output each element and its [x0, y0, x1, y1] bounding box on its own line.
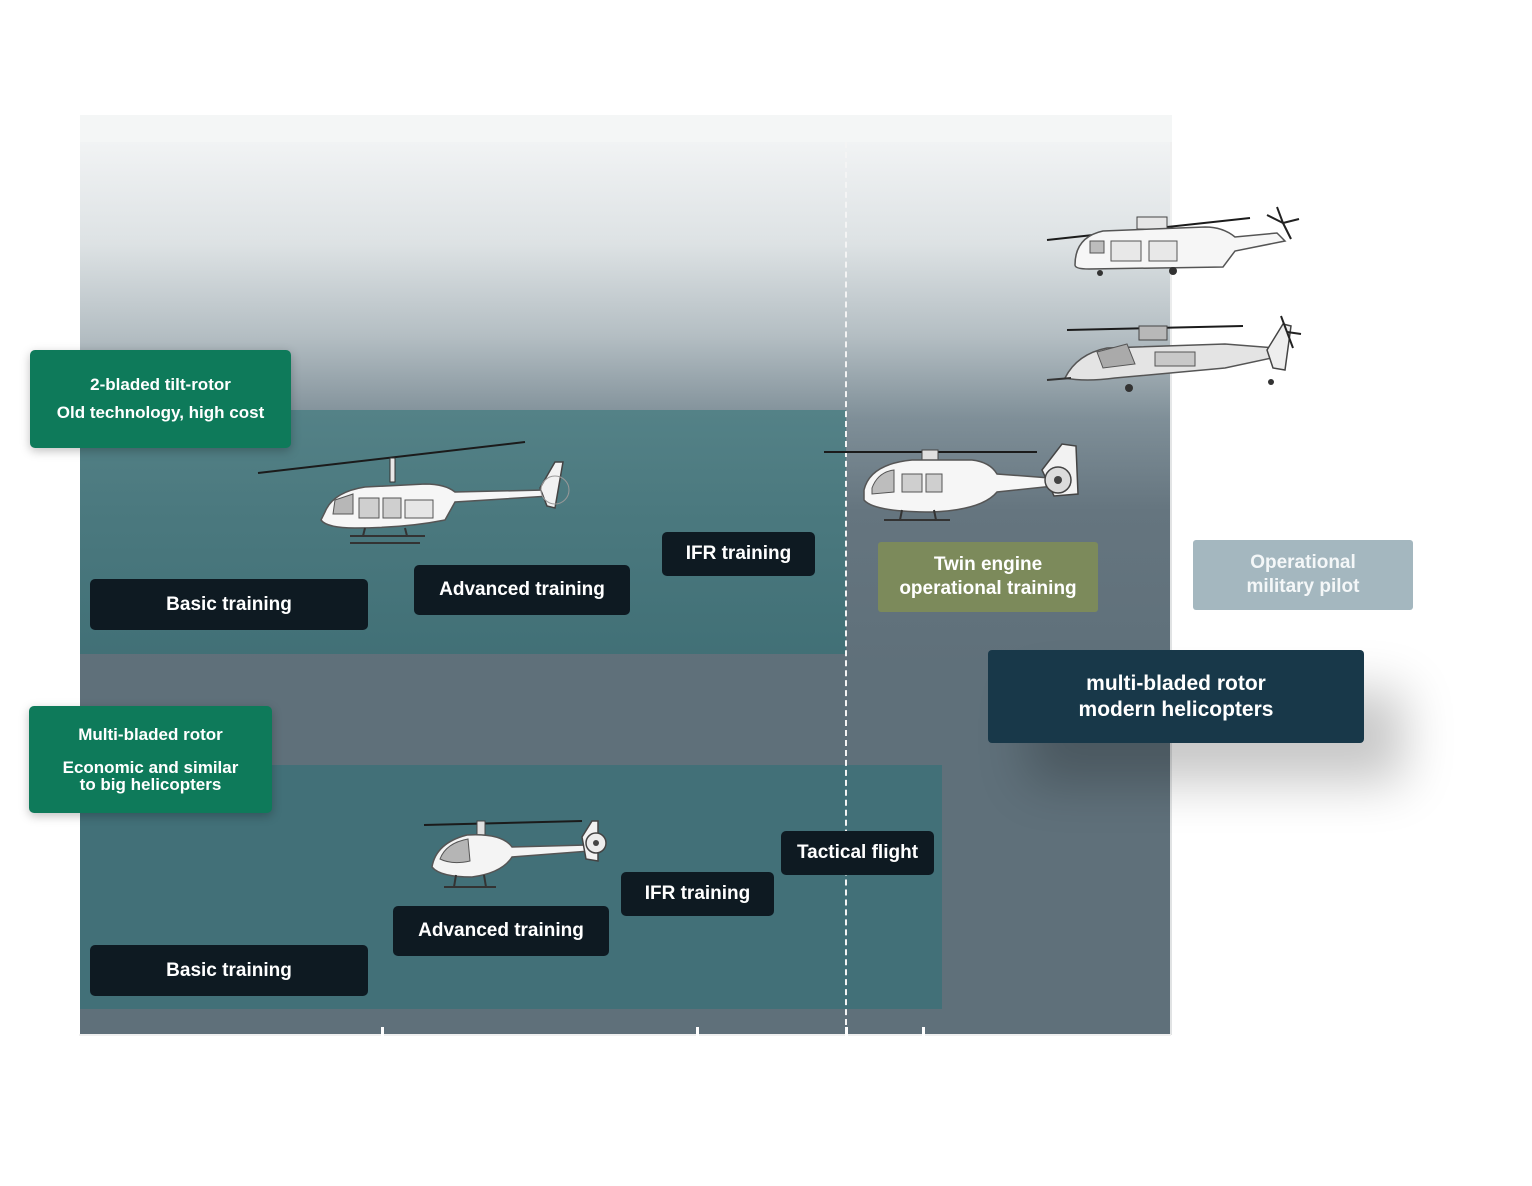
- multi-rotor-title: Multi-bladed rotor: [78, 725, 223, 744]
- transport-helicopter-icon: [1046, 206, 1300, 276]
- modern-line2: modern helicopters: [1078, 697, 1274, 721]
- operational-line1: Operational: [1250, 552, 1356, 573]
- panel-right-edge: [1170, 142, 1172, 1035]
- multi-rotor-category-label: Multi-bladed rotor Economic and similar …: [29, 706, 272, 813]
- modern-helicopters-label: multi-bladed rotor modern helicopters: [988, 650, 1364, 743]
- twin-engine-helicopter-icon: [824, 443, 1079, 521]
- phase-divider-line: [845, 142, 847, 1035]
- modern-line1: multi-bladed rotor: [1086, 671, 1266, 695]
- bottom-basic-training: Basic training: [90, 945, 368, 996]
- multi-rotor-description-2: to big helicopters: [79, 775, 222, 794]
- bottom-advanced-training: Advanced training: [393, 906, 609, 956]
- attack-helicopter-icon: [1046, 315, 1302, 392]
- operational-military-pilot: Operational military pilot: [1193, 540, 1413, 610]
- tilt-rotor-category-label: 2-bladed tilt-rotor Old technology, high…: [30, 350, 291, 448]
- light-multi-rotor-helicopter-icon: [423, 820, 607, 888]
- timeline-tick: [845, 1027, 848, 1036]
- tilt-rotor-description: Old technology, high cost: [56, 403, 265, 422]
- tactical-flight: Tactical flight: [781, 831, 934, 875]
- timeline-tick: [381, 1027, 384, 1036]
- timeline-tick: [696, 1027, 699, 1036]
- top-ifr-training: IFR training: [662, 532, 815, 576]
- twin-engine-line1: Twin engine: [933, 554, 1043, 575]
- twin-engine-training: Twin engine operational training: [878, 542, 1098, 612]
- bottom-ifr-training: IFR training: [621, 872, 774, 916]
- panel-top-band: [80, 115, 1172, 142]
- top-basic-training: Basic training: [90, 579, 368, 630]
- timeline-baseline: [79, 1034, 1171, 1036]
- operational-line2: military pilot: [1246, 576, 1360, 597]
- two-bladed-helicopter-icon: [257, 441, 570, 544]
- timeline-tick: [922, 1027, 925, 1036]
- twin-engine-line2: operational training: [899, 578, 1077, 599]
- multi-rotor-description-1: Economic and similar: [62, 758, 239, 777]
- top-advanced-training: Advanced training: [414, 565, 630, 615]
- tilt-rotor-title: 2-bladed tilt-rotor: [90, 375, 231, 394]
